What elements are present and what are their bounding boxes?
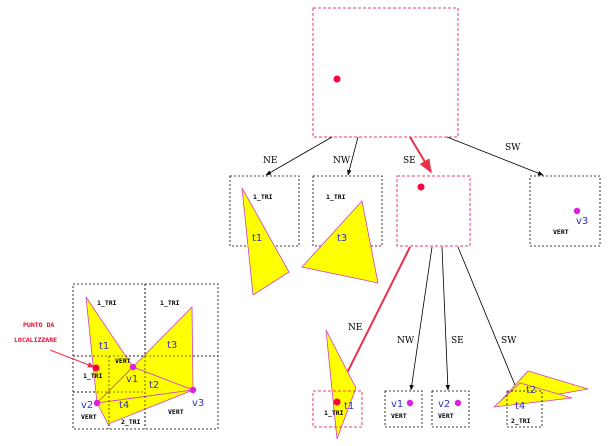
level2-sw-tag: 2_TRI [511, 417, 531, 425]
level1-sw-node: v3 VERT [529, 175, 601, 247]
map-label-t4: t4 [119, 400, 129, 411]
edge-se-nw [409, 246, 433, 391]
label-se-nw: NW [397, 336, 415, 346]
edge-root-ne [265, 136, 333, 176]
map-tag-vert-center: VERT [115, 357, 131, 365]
level2-ne-triangle [325, 329, 357, 440]
root-node [312, 7, 459, 138]
level2-se-node: v2 VERT [431, 390, 470, 428]
level1-ne-node: 1_TRI t1 [229, 175, 300, 296]
map-label-v3: v3 [192, 398, 204, 409]
label-se-se: SE [451, 336, 464, 346]
map-vertex-v2 [93, 399, 101, 407]
level2-se-vertex-point [454, 399, 462, 407]
level2-sw-node: t2 t4 2_TRI [492, 370, 589, 428]
level1-ne-tag: 1_TRI [253, 193, 273, 201]
level2-ne-node: t1 1_TRI [312, 329, 363, 440]
level2-sw-tri-b-label: t4 [515, 401, 525, 412]
level2-nw-vertex-label: v1 [391, 399, 403, 410]
level2-se-vertex-label: v2 [438, 399, 450, 410]
level1-ne-triangle [241, 187, 290, 296]
map-label-t2: t2 [149, 380, 159, 391]
level1-nw-tag: 1_TRI [326, 193, 346, 201]
map-vertex-v1 [129, 363, 137, 371]
edge-root-nw [347, 136, 359, 176]
label-root-sw: SW [505, 143, 521, 153]
map-tag-ne-top: 1_TRI [160, 299, 180, 307]
map-vertex-v3 [189, 386, 197, 394]
level2-se-tag: VERT [438, 412, 454, 420]
edge-root-sw [446, 136, 544, 176]
level2-ne-tri-label: t1 [344, 401, 354, 412]
level1-nw-triangle [301, 200, 379, 284]
label-se-ne: NE [348, 323, 362, 333]
map-label-v2: v2 [81, 400, 93, 411]
map-label-t3: t3 [167, 340, 177, 351]
edge-root-se [409, 136, 432, 174]
label-se-sw: SW [501, 336, 517, 346]
level2-nw-vertex-point [406, 399, 414, 407]
level2-sw-tri-a-label: t2 [526, 385, 536, 396]
map-query-label-2: LOCALIZZARE [14, 336, 57, 344]
level1-sw-vertex-label: v3 [576, 216, 588, 227]
map-label-t1: t1 [99, 341, 109, 352]
edge-se-sw [457, 246, 518, 391]
level2-nw-node: v1 VERT [384, 390, 423, 428]
label-root-nw: NW [333, 156, 351, 166]
level1-nw-tri-label: t3 [337, 233, 347, 244]
edge-se-se [441, 246, 451, 391]
level2-nw-tag: VERT [391, 412, 407, 420]
level2-ne-tag: 1_TRI [324, 409, 344, 417]
map-query-point [92, 364, 100, 372]
map-query-label-1: PUNTO DA [23, 321, 54, 329]
level1-ne-tri-label: t1 [252, 233, 262, 244]
map-tag-vert-left: VERT [81, 413, 97, 421]
level2-ne-query-point [333, 398, 341, 406]
level1-se-node [396, 175, 471, 247]
map-tag-tri-left: 1_TRI [83, 372, 103, 380]
map-query-pointer [49, 349, 95, 368]
label-root-se: SE [403, 156, 416, 166]
level1-sw-tag: VERT [553, 228, 569, 236]
root-query-point [333, 75, 341, 83]
map-label-v1: v1 [126, 374, 138, 385]
level1-sw-vertex-point [573, 207, 581, 215]
root-edges: NE NW SE SW [263, 136, 544, 176]
map-tag-nw-top: 1_TRI [97, 299, 117, 307]
level1-se-query-point [417, 183, 425, 191]
edge-se-ne [337, 246, 411, 393]
level1-se-edges: NE NW SE SW [337, 246, 518, 393]
map-tag-vert-right: VERT [168, 408, 184, 416]
map-tag-tri-bottom: 2_TRI [121, 418, 141, 426]
subdivision-map: 1_TRI 1_TRI VERT 1_TRI VERT 2_TRI VERT t… [14, 283, 219, 430]
level1-nw-node: 1_TRI t3 [301, 175, 383, 284]
label-root-ne: NE [263, 156, 277, 166]
